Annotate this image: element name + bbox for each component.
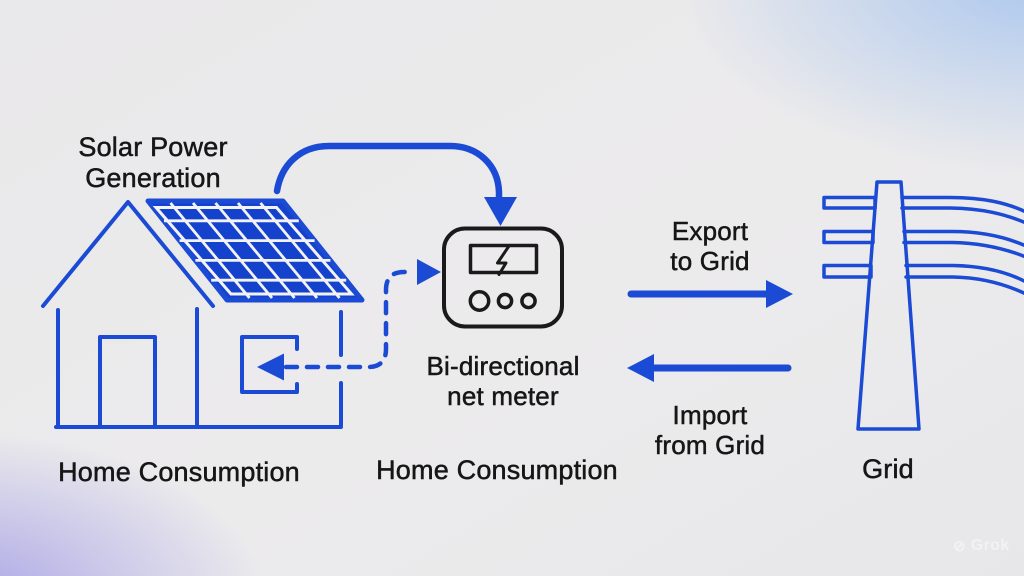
grok-logo-icon: ⊘ — [953, 538, 966, 555]
solar-power-generation-label: Solar Power Generation — [78, 132, 228, 194]
import-label-line2: from Grid — [654, 430, 766, 461]
import-from-grid-label: Import from Grid — [654, 400, 766, 461]
title-line2: Generation — [85, 163, 221, 194]
export-to-grid-label: Export to Grid — [670, 216, 750, 277]
meter-label-line2: net meter — [447, 381, 559, 412]
grid-label: Grid — [862, 454, 914, 485]
solar-panel-icon — [145, 198, 365, 303]
home-consumption-center-label: Home Consumption — [376, 455, 618, 486]
lightning-bolt-icon — [496, 244, 511, 276]
solar-to-meter-arrow — [273, 142, 517, 226]
grid-tower-icon — [822, 180, 1024, 431]
watermark-text: Grok — [970, 537, 1010, 554]
import-arrow — [627, 354, 792, 382]
watermark: ⊘ Grok — [953, 537, 1009, 555]
bi-directional-net-meter-label: Bi-directional net meter — [426, 351, 580, 412]
consumption-box — [240, 335, 299, 394]
export-arrow — [627, 280, 793, 308]
meter-to-home-dashed-arrow — [257, 259, 441, 381]
export-label-line2: to Grid — [670, 246, 750, 277]
import-label-line1: Import — [672, 400, 748, 431]
door — [98, 335, 157, 429]
home-consumption-left-label: Home Consumption — [58, 457, 300, 488]
net-meter-icon — [442, 226, 564, 329]
meter-label-line1: Bi-directional — [426, 351, 580, 382]
house-icon — [41, 200, 343, 429]
export-label-line1: Export — [671, 216, 749, 247]
title-line1: Solar Power — [78, 132, 228, 163]
